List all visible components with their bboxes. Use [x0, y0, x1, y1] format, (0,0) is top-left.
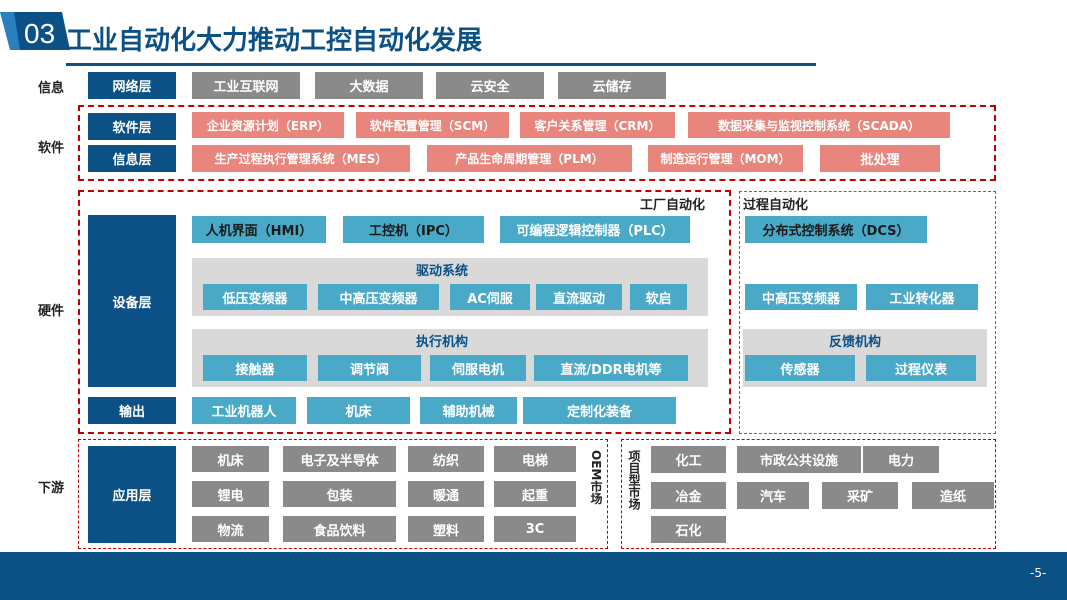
software-item: 企业资源计划（ERP）	[192, 112, 344, 138]
oem-item: 机床	[192, 446, 269, 472]
feedback-item: 传感器	[745, 355, 855, 381]
page-number: -5-	[1030, 566, 1047, 580]
process-automation-frame	[739, 191, 996, 434]
drive-item: 软启	[630, 284, 687, 310]
infolayer-item: 产品生命周期管理（PLM）	[427, 145, 632, 172]
oem-item: 电子及半导体	[283, 446, 396, 472]
row-label-software: 软件	[38, 141, 65, 156]
network-layer-label: 网络层	[88, 72, 176, 99]
output-item: 工业机器人	[192, 397, 296, 424]
factory-automation-title: 工厂自动化	[640, 198, 706, 213]
process-automation-title: 过程自动化	[743, 198, 809, 213]
drive-item: AC伺服	[450, 284, 530, 310]
oem-item: 塑料	[408, 516, 484, 542]
output-label: 输出	[88, 397, 176, 424]
software-item: 数据采集与监视控制系统（SCADA）	[688, 112, 950, 138]
drive-item: 低压变频器	[203, 284, 307, 310]
software-layer-label: 软件层	[88, 113, 176, 140]
factory-top-item: 人机界面（HMI）	[192, 216, 326, 243]
feedback-item: 过程仪表	[866, 355, 976, 381]
oem-item: 3C	[494, 516, 576, 542]
device-layer-label: 设备层	[88, 215, 176, 387]
application-layer-label: 应用层	[88, 446, 176, 543]
drive-item: 直流驱动	[536, 284, 622, 310]
infolayer-item: 制造运行管理（MOM）	[648, 145, 803, 172]
header-number: 03	[24, 18, 56, 49]
oem-item: 包装	[283, 481, 396, 507]
factory-top-item: 工控机（IPC）	[343, 216, 484, 243]
row-label-downstream: 下游	[38, 481, 65, 496]
drive-item: 中高压变频器	[318, 284, 439, 310]
oem-item: 锂电	[192, 481, 269, 507]
process-mid-item: 工业转化器	[866, 284, 978, 310]
output-item: 辅助机械	[420, 397, 517, 424]
row-label-info: 信息	[38, 81, 65, 96]
information-layer-label: 信息层	[88, 145, 176, 172]
factory-top-item: 可编程逻辑控制器（PLC）	[500, 216, 690, 243]
oem-item: 食品饮料	[283, 516, 396, 542]
output-item: 定制化装备	[523, 397, 676, 424]
row-label-hardware: 硬件	[38, 304, 65, 319]
oem-item: 电梯	[494, 446, 576, 472]
infolayer-item: 批处理	[820, 145, 940, 172]
info-item: 大数据	[315, 72, 423, 99]
header-number-tab	[0, 12, 70, 50]
oem-item: 暖通	[408, 481, 484, 507]
software-item: 客户关系管理（CRM）	[520, 112, 675, 138]
project-market-label: 项目型市场	[627, 450, 641, 510]
project-item: 石化	[651, 516, 726, 543]
info-item: 工业互联网	[192, 72, 300, 99]
software-item: 软件配置管理（SCM）	[356, 112, 509, 138]
oem-item: 纺织	[408, 446, 484, 472]
infolayer-item: 生产过程执行管理系统（MES）	[192, 145, 410, 172]
project-item: 造纸	[912, 482, 994, 509]
project-item: 电力	[863, 446, 939, 473]
oem-market-frame	[78, 439, 608, 549]
actuator-item: 接触器	[203, 355, 307, 381]
oem-market-label: OEM市场	[589, 450, 603, 505]
feedback-title: 反馈机构	[828, 335, 881, 350]
page-title: 工业自动化大力推动工控自动化发展	[66, 26, 483, 56]
title-underline	[66, 63, 816, 66]
oem-item: 起重	[494, 481, 576, 507]
project-item: 市政公共设施	[737, 446, 861, 473]
oem-item: 物流	[192, 516, 269, 542]
project-item: 化工	[651, 446, 726, 473]
process-mid-item: 中高压变频器	[745, 284, 857, 310]
project-item: 汽车	[737, 482, 809, 509]
header-tab-shape	[0, 12, 70, 50]
drive-system-title: 驱动系统	[415, 264, 468, 279]
footer-bar	[0, 552, 1067, 600]
actuator-item: 调节阀	[318, 355, 421, 381]
actuator-item: 伺服电机	[430, 355, 526, 381]
actuator-title: 执行机构	[415, 335, 468, 350]
factory-automation-frame	[78, 190, 731, 434]
info-item: 云安全	[436, 72, 544, 99]
project-market-frame	[621, 439, 996, 549]
output-item: 机床	[307, 397, 410, 424]
project-item: 采矿	[822, 482, 898, 509]
software-dashed-frame	[78, 105, 996, 181]
info-item: 云储存	[558, 72, 666, 99]
process-top-item: 分布式控制系统（DCS）	[745, 216, 927, 243]
actuator-item: 直流/DDR电机等	[534, 355, 688, 381]
project-item: 冶金	[651, 482, 726, 509]
